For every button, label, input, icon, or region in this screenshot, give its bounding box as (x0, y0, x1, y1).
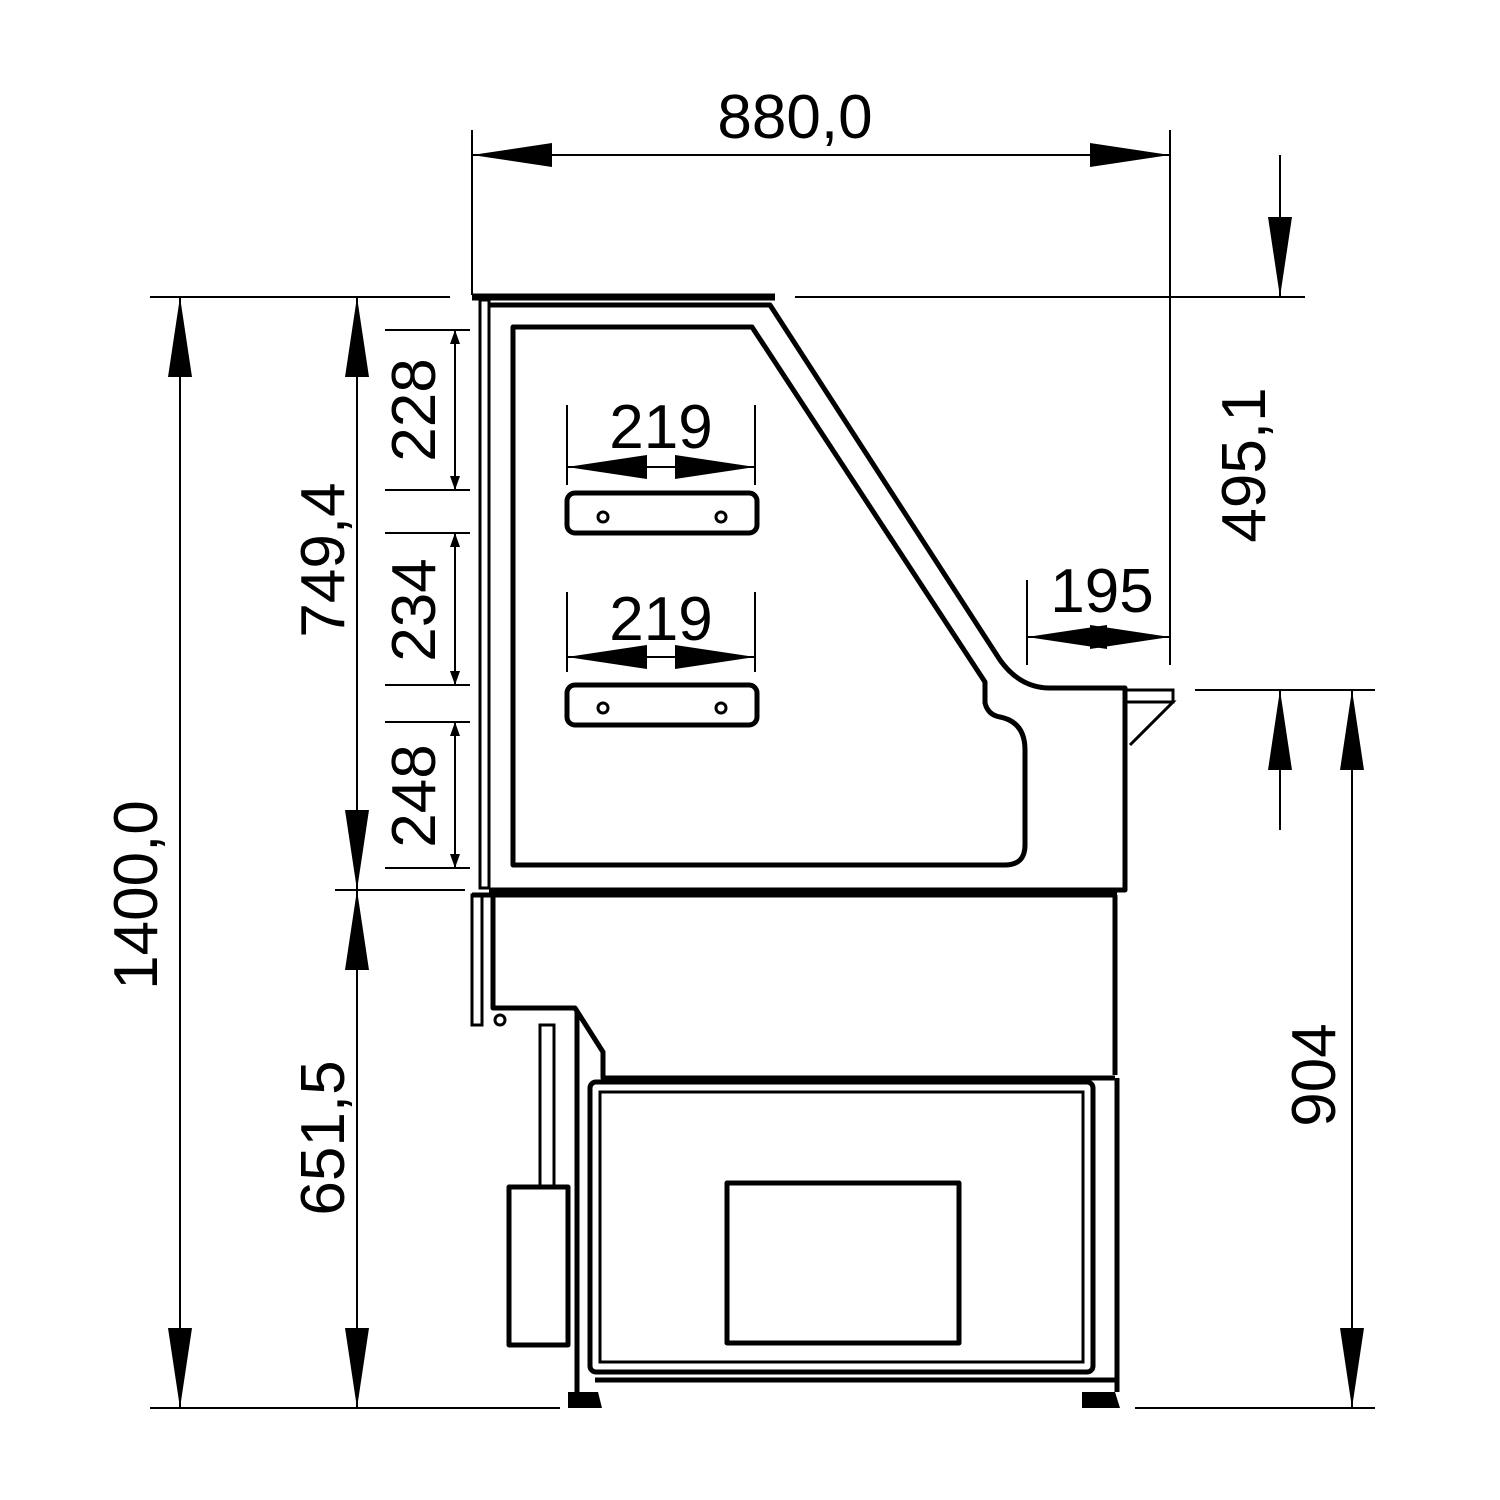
dimension-label: 219 (609, 393, 712, 462)
leveling-foot (568, 1392, 602, 1408)
dimension-worktop-height: 904 (1280, 690, 1364, 1408)
shelf-lower (564, 682, 760, 728)
dimension-lower-height: 651,5 (289, 890, 369, 1408)
shelf-upper (564, 490, 760, 536)
dimension-worktop-depth: 195 (1026, 557, 1170, 665)
dimension-overall-depth: 880,0 (471, 83, 1171, 665)
shelf-gap-dimensions: 228 234 248 (380, 329, 470, 869)
dimension-top-to-worktop: 495,1 (1210, 155, 1292, 830)
leveling-foot (1082, 1392, 1120, 1408)
extension-lines (150, 296, 1375, 1409)
dimension-label: 1400,0 (102, 800, 171, 990)
inspection-panel (724, 1180, 962, 1346)
base-cabinet (470, 892, 1120, 1408)
dimension-label: 248 (380, 744, 449, 847)
dimension-upper-height: 749,4 (289, 297, 369, 890)
dimension-label: 495,1 (1210, 387, 1279, 542)
dimension-label: 880,0 (717, 83, 872, 152)
dimension-label: 651,5 (289, 1060, 358, 1215)
dimension-label: 228 (380, 358, 449, 461)
dimension-overall-height: 1400,0 (102, 297, 192, 1408)
shelf-depth-dimensions: 219 219 (566, 393, 756, 672)
dimension-label: 904 (1280, 1023, 1349, 1126)
dimension-label: 234 (380, 558, 449, 661)
dimension-label: 195 (1050, 557, 1153, 626)
dimension-label: 749,4 (289, 482, 358, 637)
dimension-label: 219 (609, 585, 712, 654)
display-case-outline (472, 293, 1177, 893)
